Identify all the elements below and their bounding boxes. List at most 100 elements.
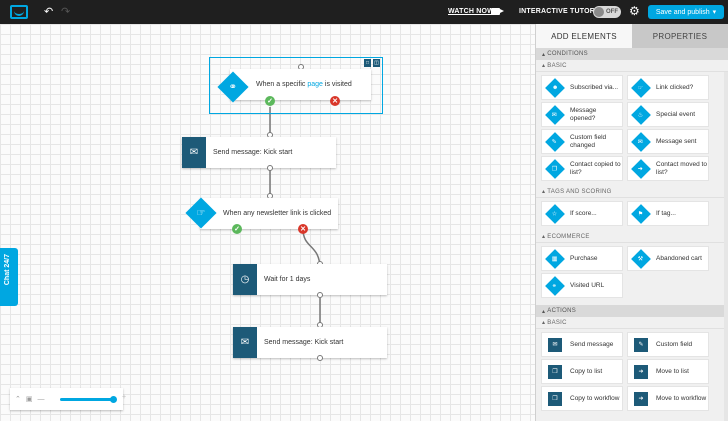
output-port[interactable] [317, 355, 323, 361]
output-port[interactable] [267, 165, 273, 171]
element-label: Contact moved to list? [656, 161, 707, 176]
element-abandoned-cart[interactable]: ⚒Abandoned cart [628, 247, 708, 270]
node-tools[interactable]: □ ◫ [364, 59, 381, 67]
undo-icon[interactable]: ↶ [44, 6, 54, 18]
tab-add-elements[interactable]: ADD ELEMENTS [536, 24, 632, 48]
output-port[interactable] [317, 292, 323, 298]
trash-icon[interactable]: ◫ [373, 59, 380, 67]
watch-now-link[interactable]: WATCH NOW [448, 8, 494, 15]
element-visited-url[interactable]: ⚭Visited URL [542, 274, 622, 297]
element-label: Subscribed via... [570, 83, 619, 91]
save-and-publish-label: Save and publish [655, 8, 710, 16]
workflow-canvas[interactable]: □ ◫ When a specific page is visited ⚭ ✓ … [0, 24, 535, 421]
envelope-icon: ✉ [233, 327, 257, 358]
zoom-slider[interactable] [60, 396, 117, 403]
element-message-opened[interactable]: ✉Message opened? [542, 103, 622, 126]
cake-icon: ♨ [631, 104, 651, 125]
envelope-open-icon: ✉ [545, 104, 565, 125]
element-label: Contact copied to list? [570, 161, 621, 176]
section-conditions[interactable]: ▴ CONDITIONS [536, 48, 728, 60]
panel-scrollbar[interactable] [724, 72, 728, 421]
logo-icon [10, 5, 28, 19]
element-label: If tag... [656, 209, 676, 217]
element-label: Special event [656, 110, 696, 118]
element-if-tag[interactable]: ⚑ If tag... [628, 202, 708, 225]
subsection-title: ECOMMERCE [547, 233, 590, 240]
subsection-title: BASIC [547, 319, 567, 326]
section-actions[interactable]: ▴ ACTIONS [536, 305, 728, 317]
tutorial-toggle[interactable]: OFF [593, 6, 621, 18]
element-if-score[interactable]: ☆If score... [542, 202, 622, 225]
node-label: Send message: Kick start [264, 339, 344, 346]
element-move-to-workflow[interactable]: ➜Move to workflow [628, 387, 708, 410]
conditions-grid: ☻ Subscribed via... ☞ Link clicked? ✉Messa… [536, 72, 728, 186]
subsection-ecommerce[interactable]: ▴ ECOMMERCE [536, 231, 728, 243]
subsection-title: TAGS AND SCORING [547, 188, 612, 195]
page-link[interactable]: page [307, 81, 323, 88]
zoom-out-icon[interactable]: — [37, 395, 45, 403]
subsection-basic[interactable]: ▴ BASIC [536, 60, 728, 72]
user-edit-icon: ✎ [545, 131, 565, 152]
zoom-knob[interactable] [110, 396, 117, 403]
copy-workflow-icon: ❐ [548, 391, 562, 406]
copy-icon: ❐ [545, 158, 565, 179]
ecommerce-grid: ▦Purchase ⚒Abandoned cart ⚭Visited URL [536, 243, 728, 303]
node-label-prefix: When a specific [256, 81, 306, 88]
move-icon: ➜ [634, 364, 648, 379]
element-label: Copy to workflow [570, 394, 620, 402]
save-and-publish-button[interactable]: Save and publish ▾ [648, 5, 724, 19]
chat-tab[interactable]: Chat 24/7 [0, 248, 18, 306]
envelope-icon: ✉ [631, 131, 651, 152]
subsection-tags-scoring[interactable]: ▴ TAGS AND SCORING [536, 186, 728, 198]
fit-icon[interactable]: ▣ [25, 396, 33, 403]
section-title: ACTIONS [547, 308, 577, 314]
no-branch-icon[interactable]: ✕ [298, 224, 308, 234]
element-contact-copied[interactable]: ❐ Contact copied to list? [542, 157, 622, 180]
element-custom-field-changed[interactable]: ✎Custom field changed [542, 130, 622, 153]
action-node-send-message[interactable]: ✉ Send message: Kick start [182, 137, 336, 168]
element-label: Custom field [656, 340, 693, 348]
gear-icon[interactable]: ⚙ [629, 4, 640, 18]
clock-icon: ◷ [233, 264, 257, 295]
node-label: When any newsletter link is clicked [223, 210, 332, 217]
tag-icon: ⚑ [631, 203, 651, 224]
element-copy-to-workflow[interactable]: ❐ Copy to workflow [542, 387, 622, 410]
element-label: Link clicked? [656, 83, 694, 91]
action-node-wait[interactable]: ◷ Wait for 1 days [233, 264, 387, 295]
yes-branch-icon[interactable]: ✓ [265, 96, 275, 106]
tab-properties[interactable]: PROPERTIES [632, 24, 728, 48]
element-copy-to-list[interactable]: ❐Copy to list [542, 360, 622, 383]
collapse-icon[interactable]: ⌃ [15, 396, 21, 403]
element-send-message[interactable]: ✉Send message [542, 333, 622, 356]
copy-icon: ❐ [548, 364, 562, 379]
tags-grid: ☆If score... ⚑ If tag... [536, 198, 728, 231]
purchase-icon: ▦ [545, 248, 565, 269]
element-subscribed-via[interactable]: ☻ Subscribed via... [542, 76, 622, 99]
user-edit-icon: ✎ [634, 337, 648, 352]
section-title: CONDITIONS [547, 51, 588, 57]
interactive-tutorial-label: INTERACTIVE TUTORIAL [519, 8, 607, 15]
action-node-send-message[interactable]: ✉ Send message: Kick start [233, 327, 387, 358]
condition-node-newsletter-link[interactable]: When any newsletter link is clicked [200, 198, 338, 229]
element-move-to-list[interactable]: ➜Move to list [628, 360, 708, 383]
copy-icon[interactable]: □ [364, 59, 371, 67]
subsection-actions-basic[interactable]: ▴ BASIC [536, 317, 728, 329]
element-message-sent[interactable]: ✉Message sent [628, 130, 708, 153]
move-icon: ➜ [631, 158, 651, 179]
top-bar: ↶ ↷ WATCH NOW INTERACTIVE TUTORIAL OFF ⚙… [0, 0, 728, 24]
toggle-state: OFF [606, 8, 618, 15]
zoom-in-icon[interactable]: + [122, 394, 127, 401]
condition-node-page-visited[interactable]: When a specific page is visited [230, 69, 371, 100]
element-contact-moved[interactable]: ➜ Contact moved to list? [628, 157, 708, 180]
element-link-clicked[interactable]: ☞ Link clicked? [628, 76, 708, 99]
zoom-control: ⌃ ▣ — + [10, 388, 127, 410]
link-clicked-icon: ☞ [631, 77, 651, 98]
element-purchase[interactable]: ▦Purchase [542, 247, 622, 270]
envelope-icon: ✉ [548, 337, 562, 352]
yes-branch-icon[interactable]: ✓ [232, 224, 242, 234]
no-branch-icon[interactable]: ✕ [330, 96, 340, 106]
element-custom-field[interactable]: ✎ Custom field [628, 333, 708, 356]
redo-icon[interactable]: ↷ [61, 6, 71, 18]
element-special-event[interactable]: ♨ Special event [628, 103, 708, 126]
user-icon: ☻ [545, 77, 565, 98]
